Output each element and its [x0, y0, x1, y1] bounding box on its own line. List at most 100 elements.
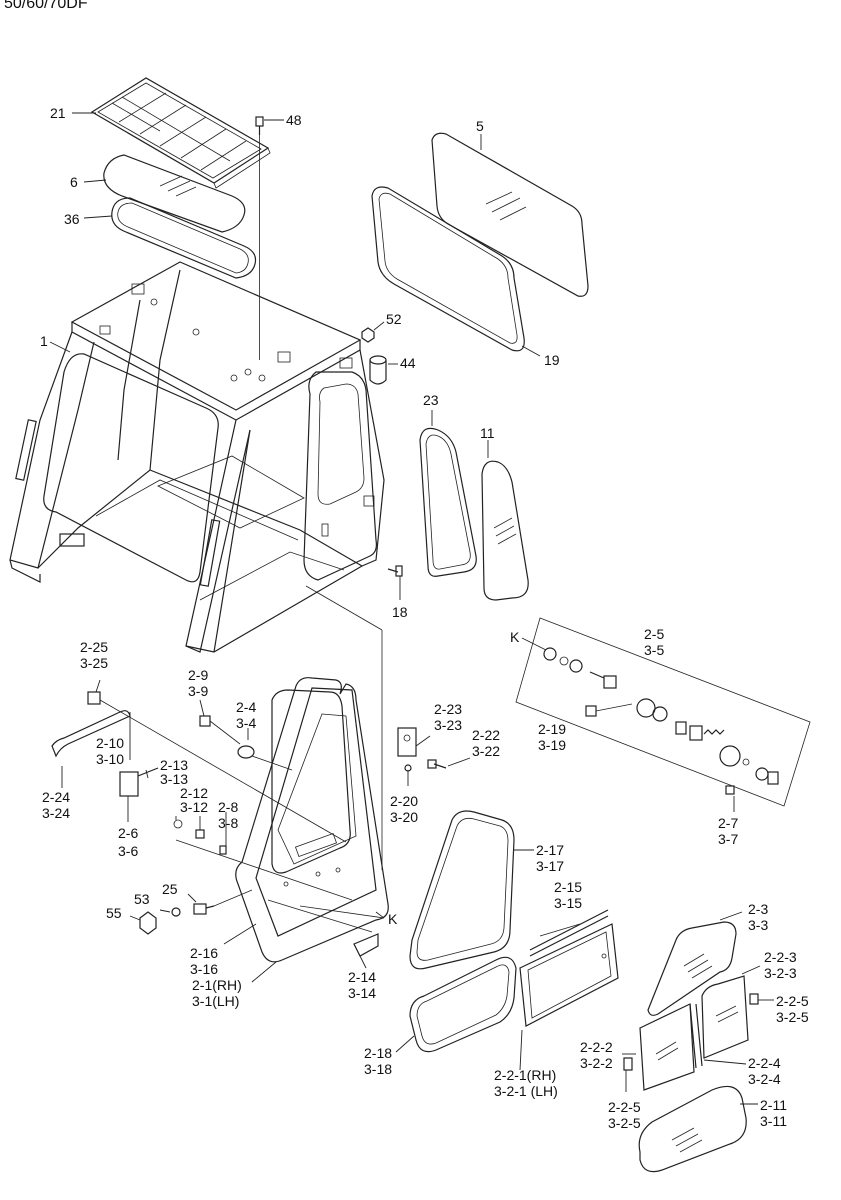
roof-seal-part: [111, 197, 257, 279]
callout-3-23: 3-23: [434, 717, 462, 733]
callout-3-4: 3-4: [236, 715, 256, 731]
callout-3-2-5-right: 3-2-5: [776, 1009, 809, 1025]
callout-2-1-rh: 2-1(RH): [192, 977, 242, 993]
callout-53: 53: [134, 891, 150, 907]
callout-2-6: 2-6: [118, 825, 138, 841]
door-latch-part: [353, 933, 379, 957]
callout-52: 52: [386, 311, 402, 327]
callout-3-25: 3-25: [80, 655, 108, 671]
callout-2-17: 2-17: [536, 842, 564, 858]
callout-2-18: 2-18: [364, 1045, 392, 1061]
door-hardware-part: [139, 889, 253, 935]
callout-2-10: 2-10: [96, 735, 124, 751]
callout-3-11: 3-11: [760, 1113, 787, 1129]
callout-2-2-2: 2-2-2: [580, 1039, 613, 1055]
callout-3-10: 3-10: [96, 751, 124, 767]
callout-3-22: 3-22: [472, 743, 500, 759]
door-glass-lower-part: [638, 1085, 747, 1173]
door-slide-window-part: [519, 909, 619, 1027]
callout-3-2-5-left: 3-2-5: [608, 1115, 641, 1131]
callout-2-5: 2-5: [644, 626, 664, 642]
callout-3-24: 3-24: [42, 805, 70, 821]
callout-2-8: 2-8: [218, 799, 238, 815]
door-stay-part: [51, 691, 353, 901]
callout-21: 21: [50, 105, 66, 121]
callout-2-19: 2-19: [538, 721, 566, 737]
callout-2-2-5-left: 2-2-5: [608, 1099, 641, 1115]
callout-3-3: 3-3: [748, 917, 768, 933]
quarter-glass-part: [481, 460, 529, 601]
callout-2-2-5-right: 2-2-5: [776, 993, 809, 1009]
callout-2-22: 2-22: [472, 727, 500, 743]
callout-k-top: K: [510, 629, 520, 645]
callout-2-25: 2-25: [80, 639, 108, 655]
callout-23: 23: [423, 392, 439, 408]
callout-3-13: 3-13: [160, 771, 188, 787]
callout-44: 44: [400, 355, 416, 371]
door-glass-mid-part: [623, 975, 759, 1091]
callout-3-2-1-lh: 3-2-1 (LH): [494, 1083, 558, 1099]
callout-2-20: 2-20: [390, 793, 418, 809]
callout-55: 55: [106, 905, 122, 921]
callout-2-4: 2-4: [236, 699, 256, 715]
callout-2-23: 2-23: [434, 701, 462, 717]
callout-2-3: 2-3: [748, 901, 768, 917]
callout-48: 48: [286, 112, 302, 128]
callout-18: 18: [392, 604, 408, 620]
door-upper-seal-part: [409, 810, 515, 970]
callout-2-15: 2-15: [554, 879, 582, 895]
callout-3-9: 3-9: [188, 683, 208, 699]
guide-line: [267, 899, 373, 933]
callout-2-2-1-rh: 2-2-1(RH): [494, 1067, 556, 1083]
door-hinge-part: [397, 727, 447, 772]
callout-3-12: 3-12: [180, 799, 208, 815]
roof-glass-part: [103, 154, 246, 233]
callout-36: 36: [64, 211, 80, 227]
door-glass-upper-part: [647, 921, 737, 1016]
quarter-seal-part: [419, 427, 477, 577]
callout-3-20: 3-20: [390, 809, 418, 825]
callout-11: 11: [480, 425, 495, 441]
callout-2-14: 2-14: [348, 969, 376, 985]
cabin-frame-part: [9, 261, 403, 653]
callout-6: 6: [70, 174, 78, 190]
callout-3-2-3: 3-2-3: [764, 965, 797, 981]
callout-3-17: 3-17: [536, 858, 564, 874]
callout-3-1-lh: 3-1(LH): [192, 993, 239, 1009]
callout-3-15: 3-15: [554, 895, 582, 911]
rear-seal-part: [371, 186, 525, 352]
callout-2-2-3: 2-2-3: [764, 949, 797, 965]
roof-grille-part: [90, 77, 271, 189]
callout-1: 1: [40, 333, 48, 349]
callout-2-7: 2-7: [718, 815, 738, 831]
callout-3-19: 3-19: [538, 737, 566, 753]
leader-lines: [49, 112, 774, 1105]
lock-assembly-part: [515, 617, 811, 807]
callout-19: 19: [544, 352, 560, 368]
callout-k-bottom: K: [388, 911, 398, 927]
callout-3-8: 3-8: [218, 815, 238, 831]
callout-2-9: 2-9: [188, 667, 208, 683]
guide-line: [299, 905, 385, 919]
callout-3-18: 3-18: [364, 1061, 392, 1077]
callout-2-24: 2-24: [42, 789, 70, 805]
callout-3-2-2: 3-2-2: [580, 1055, 613, 1071]
callout-2-16: 2-16: [190, 945, 218, 961]
callout-3-2-4: 3-2-4: [748, 1071, 781, 1087]
door-lower-seal-part: [409, 956, 517, 1053]
guide-line: [305, 585, 383, 631]
callout-5: 5: [476, 118, 484, 134]
callout-25: 25: [162, 881, 178, 897]
callout-2-13: 2-13: [160, 757, 188, 773]
model-header: 50/60/70DF: [4, 0, 88, 12]
roof-bolt-part: [255, 116, 264, 360]
callout-2-2-4: 2-2-4: [748, 1055, 781, 1071]
callout-3-6: 3-6: [118, 843, 138, 859]
callout-3-16: 3-16: [190, 961, 218, 977]
cab-door-part: [235, 677, 389, 963]
callout-3-5: 3-5: [644, 642, 664, 658]
callout-3-14: 3-14: [348, 985, 376, 1001]
callout-2-11: 2-11: [760, 1097, 787, 1113]
rear-glass-part: [431, 132, 589, 297]
